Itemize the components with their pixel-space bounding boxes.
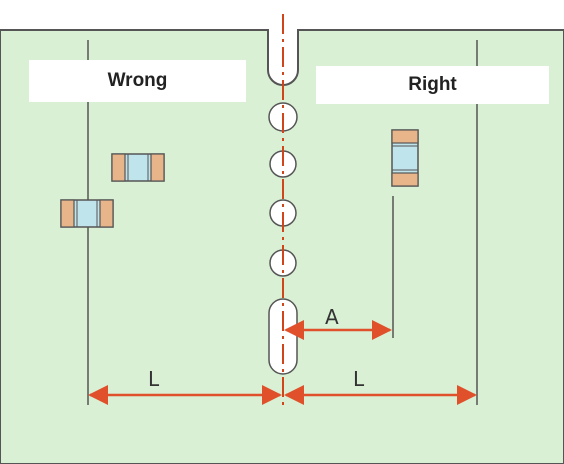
right-label: Right (316, 66, 549, 104)
component-right (391, 129, 419, 187)
wrong-label: Wrong (29, 60, 246, 102)
dimension-l-left-label: L (148, 367, 160, 391)
dimension-l-right-label: L (353, 367, 365, 391)
dimension-a-label: A (325, 305, 339, 329)
component-wrong-1 (111, 153, 165, 182)
component-wrong-2 (60, 199, 114, 228)
